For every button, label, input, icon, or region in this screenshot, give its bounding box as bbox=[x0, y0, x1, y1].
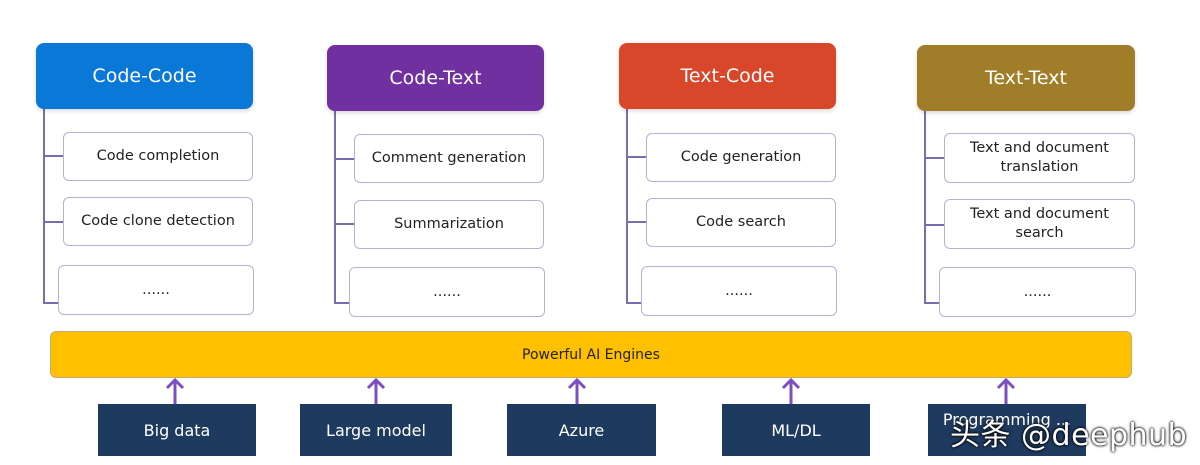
connector-line bbox=[334, 302, 350, 304]
task-box-more: ...... bbox=[641, 266, 837, 316]
connector-line bbox=[43, 155, 64, 157]
task-box-text-document-search: Text and document search bbox=[944, 199, 1135, 249]
up-arrow-icon bbox=[996, 377, 1016, 404]
connector-line bbox=[334, 223, 355, 225]
task-box-code-completion: Code completion bbox=[63, 132, 253, 181]
connector-line bbox=[626, 108, 628, 303]
connector-line bbox=[43, 221, 64, 223]
task-box-code-generation: Code generation bbox=[646, 133, 836, 182]
ai-engine-bar: Powerful AI Engines bbox=[50, 331, 1132, 378]
task-box-text-document-translation: Text and document translation bbox=[944, 133, 1135, 183]
connector-line bbox=[626, 302, 642, 304]
task-box-summarization: Summarization bbox=[354, 200, 544, 249]
connector-line bbox=[626, 156, 647, 158]
foundation-big-data: Big data bbox=[98, 404, 256, 456]
foundation-azure: Azure bbox=[507, 404, 656, 456]
up-arrow-icon bbox=[567, 377, 587, 404]
connector-line bbox=[924, 224, 945, 226]
connector-line bbox=[626, 221, 647, 223]
connector-line bbox=[43, 108, 45, 303]
column-header-text-text: Text-Text bbox=[917, 45, 1135, 111]
connector-line bbox=[924, 157, 945, 159]
foundation-large-model: Large model bbox=[300, 404, 452, 456]
task-box-code-clone-detection: Code clone detection bbox=[63, 197, 253, 246]
connector-line bbox=[924, 302, 940, 304]
connector-line bbox=[43, 302, 59, 304]
foundation-ml-dl: ML/DL bbox=[722, 404, 870, 456]
connector-line bbox=[334, 158, 355, 160]
foundation-programming: Programming ... bbox=[928, 404, 1086, 456]
task-box-comment-generation: Comment generation bbox=[354, 134, 544, 183]
task-box-more: ...... bbox=[349, 267, 545, 317]
column-header-code-text: Code-Text bbox=[327, 45, 544, 111]
task-box-more: ...... bbox=[58, 265, 254, 315]
column-header-code-code: Code-Code bbox=[36, 43, 253, 109]
column-header-text-code: Text-Code bbox=[619, 43, 836, 109]
task-box-more: ...... bbox=[939, 267, 1136, 317]
up-arrow-icon bbox=[781, 377, 801, 404]
connector-line bbox=[924, 110, 926, 303]
up-arrow-icon bbox=[366, 377, 386, 404]
task-box-code-search: Code search bbox=[646, 198, 836, 247]
up-arrow-icon bbox=[165, 377, 185, 404]
connector-line bbox=[334, 110, 336, 303]
watermark: 头条 @deephub bbox=[950, 418, 1188, 453]
